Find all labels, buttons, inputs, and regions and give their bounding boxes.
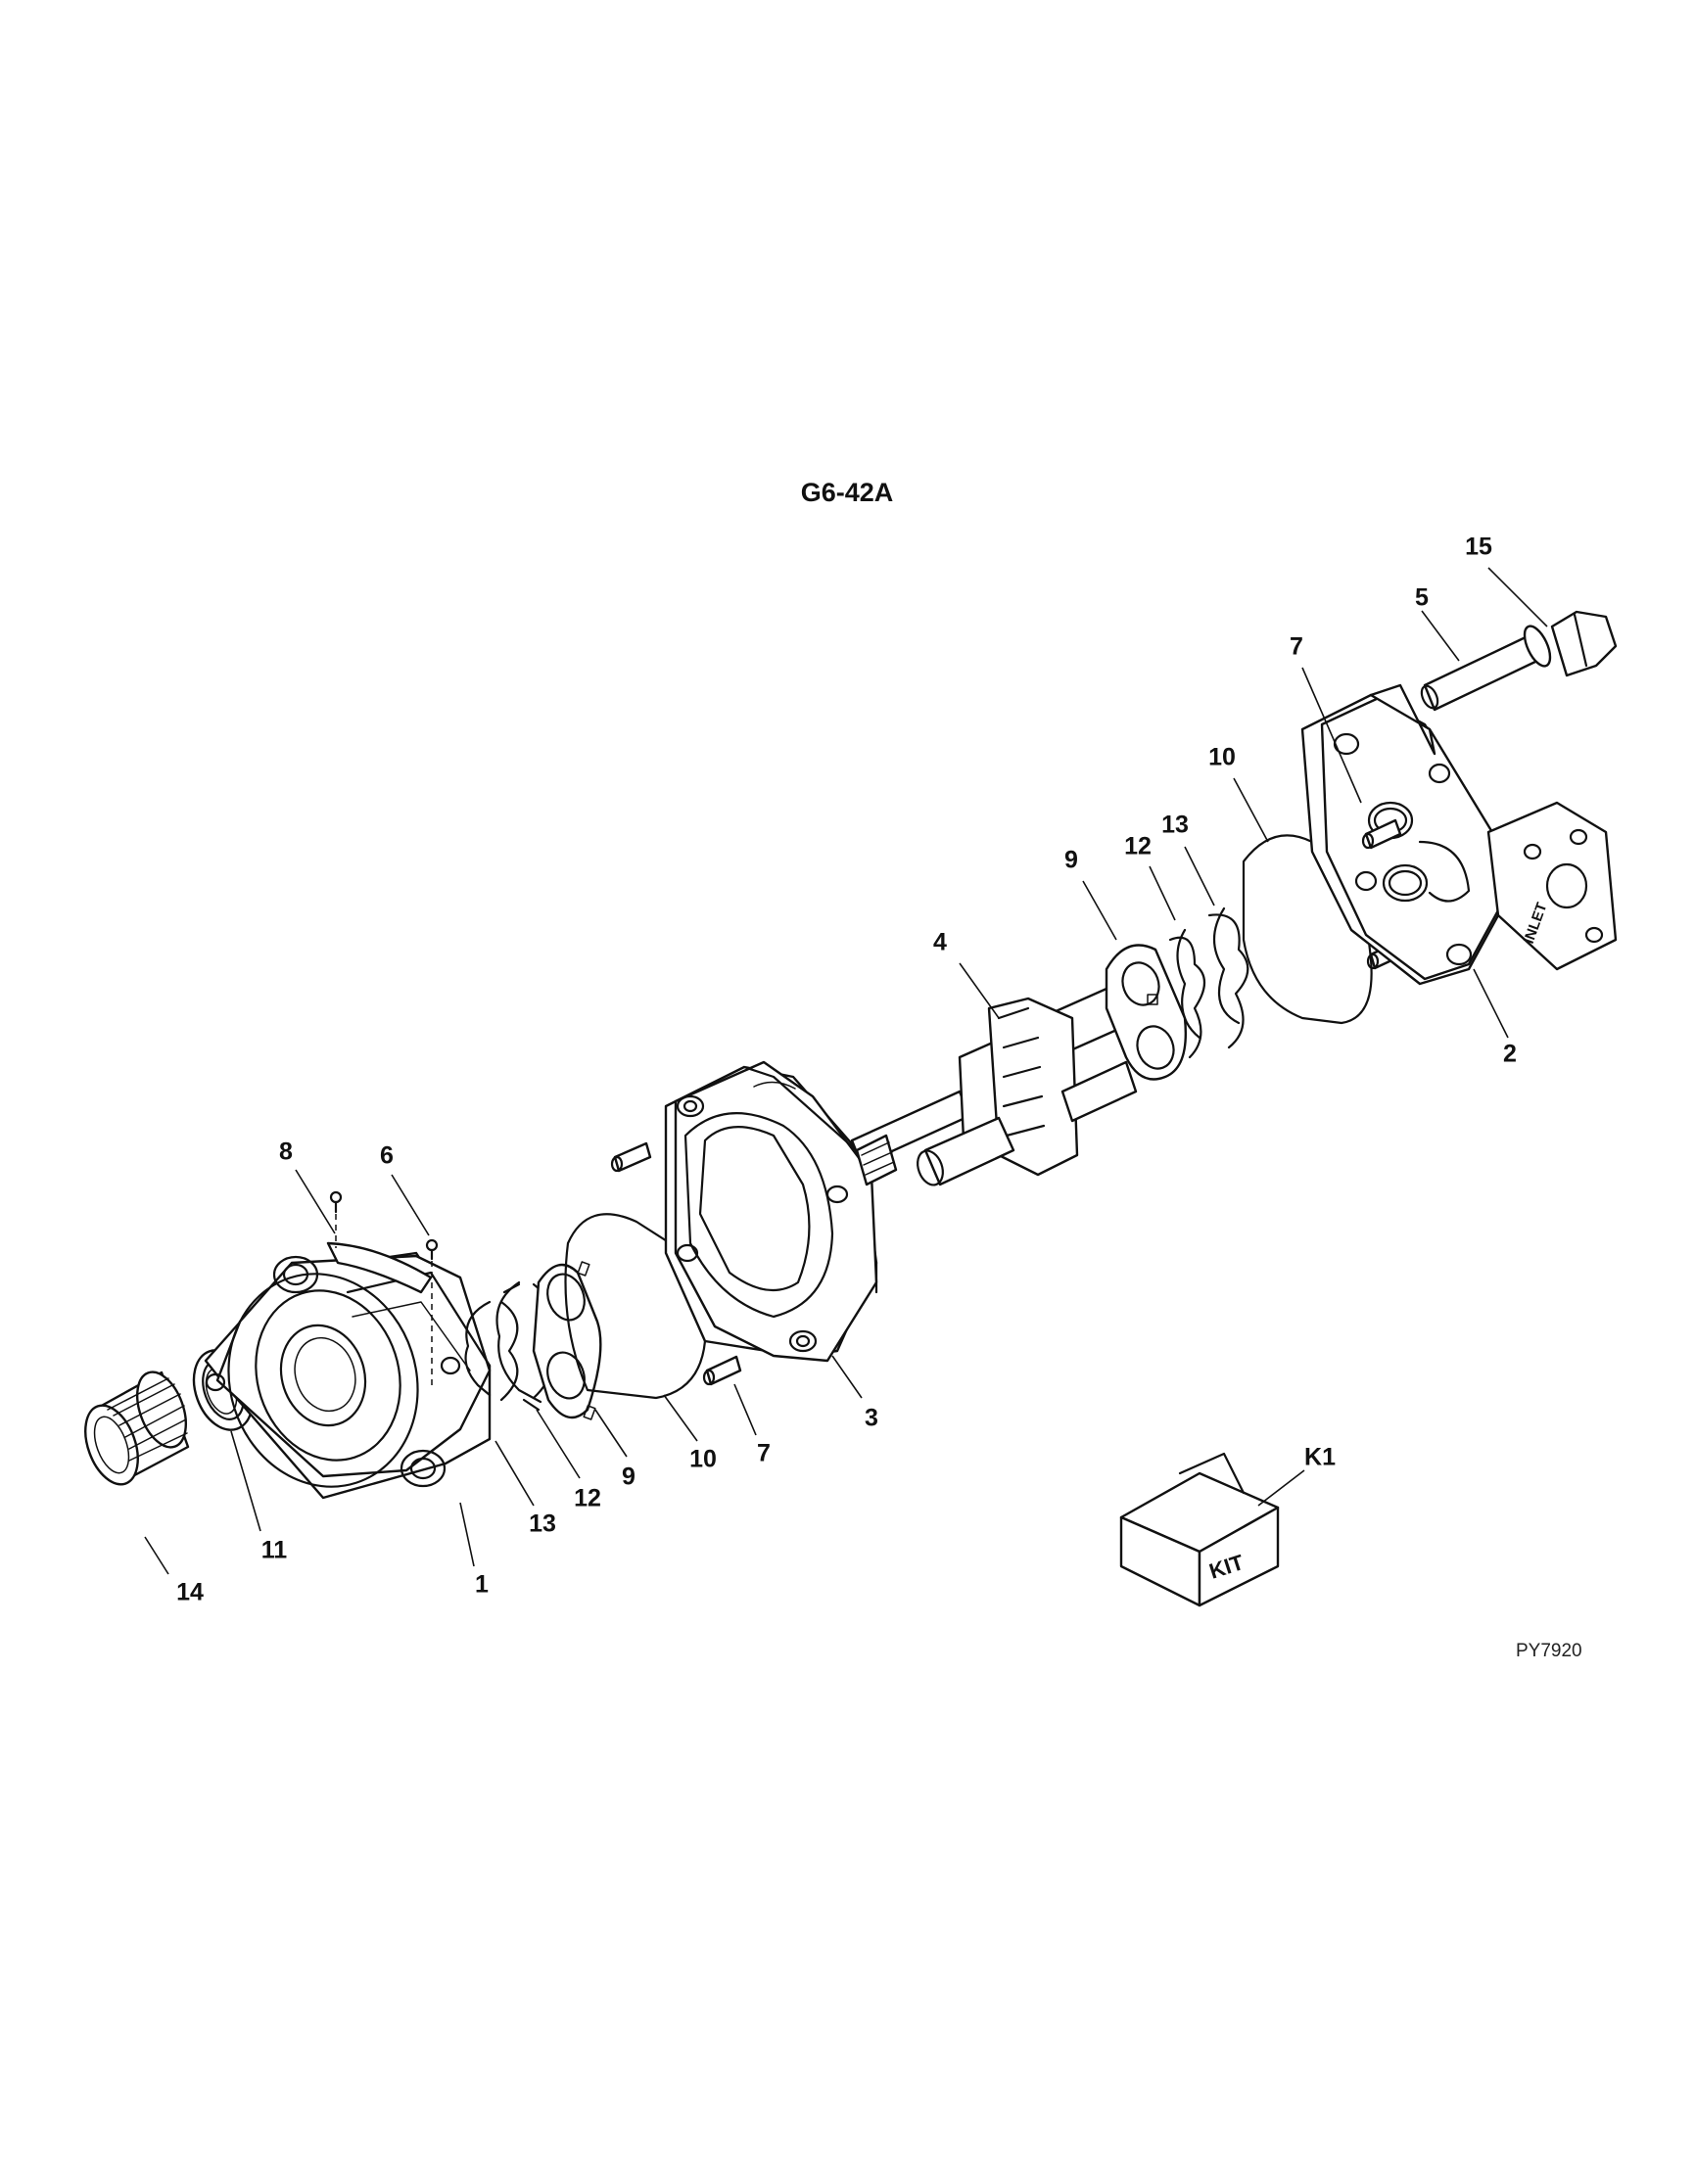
callout-labels: 14 11 1 13 12 9 10 7 3 8 6 4 9 12 13 10 … (176, 534, 1517, 1606)
callout-11: 11 (261, 1537, 288, 1564)
bolt-and-washer-parts (1420, 610, 1618, 712)
left-seal-ring-13 (464, 1300, 519, 1402)
callout-12-left: 12 (574, 1485, 601, 1512)
right-seal-ring-12 (1168, 928, 1206, 1059)
callout-5: 5 (1415, 584, 1429, 612)
drawing-title: G6-42A (800, 478, 894, 507)
callout-13-left: 13 (529, 1510, 556, 1538)
callout-9-right: 9 (1064, 847, 1078, 874)
drawing-code: PY7920 (1516, 1641, 1582, 1661)
leader-lines (144, 567, 1548, 1575)
left-gasket-ring (564, 1213, 707, 1400)
right-gasket-ring (1242, 834, 1373, 1025)
callout-10-left: 10 (689, 1446, 717, 1473)
callout-1: 1 (475, 1571, 489, 1599)
port-end-cover-part: INLET (1300, 683, 1618, 986)
right-seal-ring-13 (1207, 906, 1249, 1049)
callout-12-right: 12 (1124, 833, 1152, 860)
callout-K1: K1 (1304, 1444, 1336, 1471)
right-thrust-plate (1105, 944, 1187, 1081)
callout-6: 6 (380, 1142, 394, 1170)
callout-8: 8 (279, 1138, 293, 1166)
kit-box: KIT (1119, 1452, 1280, 1607)
callout-14: 14 (176, 1579, 204, 1606)
callout-15: 15 (1465, 534, 1492, 561)
left-thrust-plate (532, 1261, 602, 1420)
callout-2: 2 (1503, 1041, 1517, 1068)
callout-7-upper: 7 (1290, 633, 1303, 661)
needle-bearing-part (84, 1371, 190, 1486)
gear-housing-part (664, 1060, 878, 1363)
shaft-end-cover-part (204, 1251, 492, 1500)
callout-4: 4 (933, 929, 947, 956)
callout-13-right: 13 (1161, 812, 1189, 839)
callout-3: 3 (865, 1405, 878, 1432)
callout-9-left: 9 (622, 1464, 636, 1491)
callout-10-right: 10 (1208, 744, 1236, 771)
driven-gear-shaft (917, 1060, 1138, 1186)
callout-7-lower: 7 (757, 1440, 771, 1467)
plug-screw-parts (326, 1190, 439, 1390)
dowel-pin-top (1361, 818, 1402, 850)
